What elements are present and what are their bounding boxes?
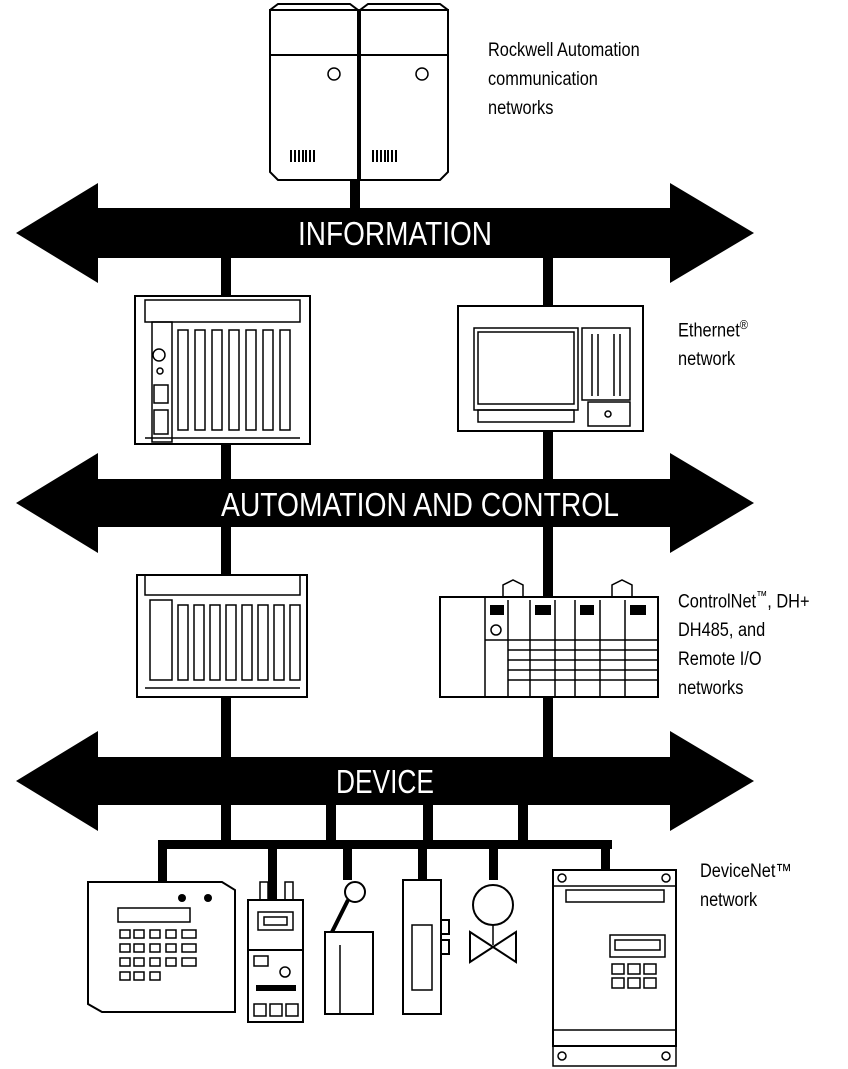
motor-starter-icon	[247, 881, 304, 1023]
photoelectric-sensor-icon	[402, 879, 450, 1015]
server-computers-icon	[269, 3, 449, 181]
plc-io-chassis-icon	[136, 574, 308, 698]
devicenet-line-1: DeviceNet™	[700, 861, 792, 882]
ethernet-line-2: network	[678, 349, 736, 371]
controlnet-name: ControlNet	[678, 591, 757, 613]
rockwell-networks-label: Rockwell Automation communication networ…	[488, 36, 640, 123]
plc-rack-icon	[439, 579, 659, 698]
automation-band: AUTOMATION AND CONTROL	[16, 453, 754, 553]
dhplus-name: , DH+	[767, 591, 810, 613]
plc-chassis-icon	[134, 295, 311, 445]
keypad-terminal-icon	[87, 881, 236, 1013]
controlnet-line-4: networks	[678, 678, 744, 700]
valve-icon	[469, 884, 517, 964]
controlnet-networks-label: ControlNet™, DH+ DH485, and Remote I/O n…	[678, 581, 810, 703]
registered-mark: ®	[739, 317, 749, 332]
devicenet-line-2: network	[700, 890, 758, 911]
information-band: INFORMATION	[16, 183, 754, 283]
ethernet-name: Ethernet	[678, 320, 740, 342]
device-band-title: DEVICE	[336, 763, 434, 800]
device-band: DEVICE	[16, 731, 754, 831]
trademark: ™	[756, 588, 768, 603]
information-band-title: INFORMATION	[298, 215, 492, 252]
ac-drive-icon	[552, 869, 677, 1067]
controlnet-line-3: Remote I/O	[678, 649, 762, 671]
automation-band-title: AUTOMATION AND CONTROL	[221, 486, 619, 523]
operator-terminal-icon	[457, 305, 644, 432]
connector-lines	[158, 180, 612, 900]
rockwell-line-1: Rockwell Automation	[488, 40, 640, 61]
ethernet-network-label: Ethernet® network	[678, 310, 748, 374]
controlnet-line-2: DH485, and	[678, 620, 766, 642]
rockwell-line-2: communication	[488, 69, 598, 90]
devicenet-network-label: DeviceNet™ network	[700, 857, 792, 915]
rockwell-line-3: networks	[488, 98, 554, 119]
limit-switch-icon	[324, 881, 374, 1015]
